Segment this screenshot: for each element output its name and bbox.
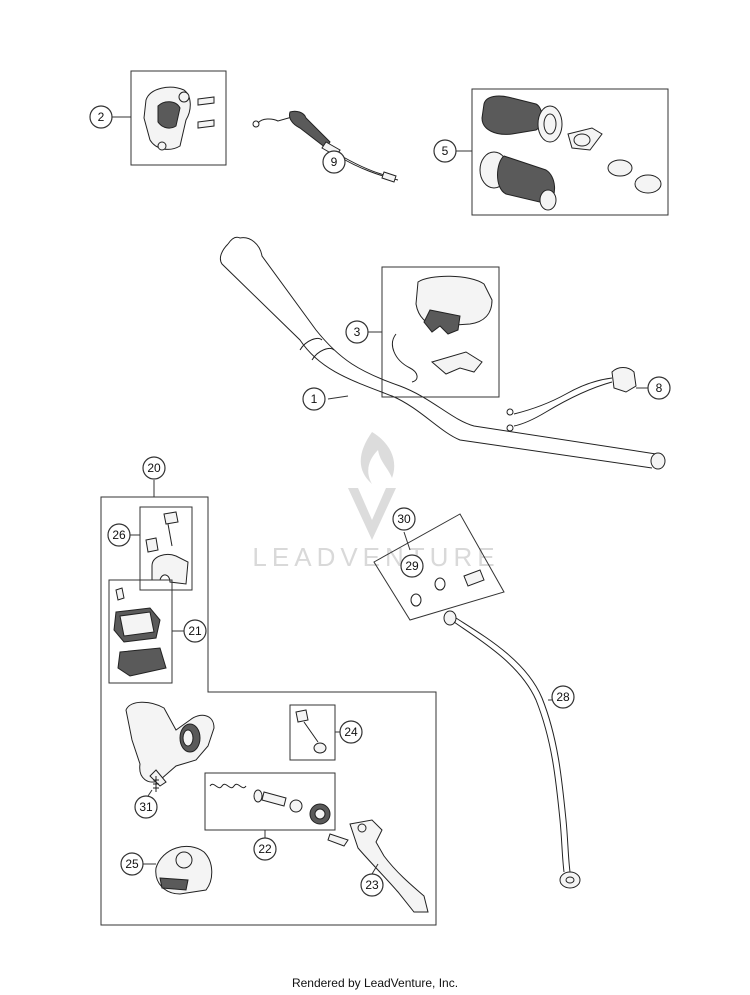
- callout-21: 21: [183, 619, 207, 643]
- callout-24-label: 24: [344, 725, 358, 739]
- callout-8-label: 8: [656, 381, 663, 395]
- callout-20-label: 20: [147, 461, 161, 475]
- kill-switch-part: [506, 367, 637, 432]
- brake-line-part: [443, 610, 581, 889]
- part-26-box: [139, 506, 193, 591]
- callout-9: 9: [322, 150, 346, 174]
- callout-2: 2: [89, 105, 113, 129]
- callout-1-label: 1: [311, 392, 318, 406]
- callout-25-label: 25: [125, 857, 139, 871]
- watermark-text: LEADVENTURE: [252, 542, 499, 572]
- callout-9-label: 9: [331, 155, 338, 169]
- part-20-box: [100, 496, 437, 926]
- clamp-part: [145, 511, 189, 585]
- adjuster-part: [295, 709, 327, 754]
- handlebar-part: [219, 236, 666, 470]
- part-30-box: [373, 513, 505, 621]
- callout-8: 8: [647, 376, 671, 400]
- banjo-bolt-part: [410, 569, 485, 607]
- reservoir-cover-part: [113, 587, 167, 677]
- footer-credit: Rendered by LeadVenture, Inc.: [291, 976, 459, 990]
- callout-30: 30: [392, 507, 416, 531]
- throttle-housing-part: [143, 86, 215, 151]
- callout-23: 23: [360, 873, 384, 897]
- master-cylinder-part: [125, 701, 215, 787]
- callout-5-label: 5: [442, 144, 449, 158]
- callout-30-label: 30: [397, 512, 411, 526]
- callout-23-label: 23: [365, 878, 379, 892]
- callout-29-label: 29: [405, 559, 419, 573]
- callout-24: 24: [339, 720, 363, 744]
- callout-5: 5: [433, 139, 457, 163]
- callout-29: 29: [400, 554, 424, 578]
- callout-21-label: 21: [188, 624, 202, 638]
- callout-28-label: 28: [556, 690, 570, 704]
- callout-26-label: 26: [112, 528, 126, 542]
- throttle-cable-part: [252, 110, 399, 183]
- part-22-box: [204, 772, 336, 831]
- grips-part: [479, 95, 662, 211]
- callout-26: 26: [107, 523, 131, 547]
- piston-kit-part: [209, 783, 331, 825]
- lever-guard-part: [155, 845, 213, 895]
- callout-20: 20: [142, 456, 166, 480]
- watermark-logo: LEADVENTURE: [252, 432, 499, 572]
- part-2-box: [130, 70, 227, 166]
- callout-31-label: 31: [139, 800, 153, 814]
- pin-part: [153, 776, 159, 792]
- callout-22: 22: [253, 837, 277, 861]
- brake-lever-part: [327, 819, 429, 913]
- callout-3-label: 3: [354, 325, 361, 339]
- part-5-box: [471, 88, 669, 216]
- bar-pad-part: [392, 275, 493, 383]
- callout-22-label: 22: [258, 842, 272, 856]
- callout-1: 1: [302, 387, 326, 411]
- callout-2-label: 2: [98, 110, 105, 124]
- callout-25: 25: [120, 852, 144, 876]
- callout-3: 3: [345, 320, 369, 344]
- callout-28: 28: [551, 685, 575, 709]
- callout-31: 31: [134, 795, 158, 819]
